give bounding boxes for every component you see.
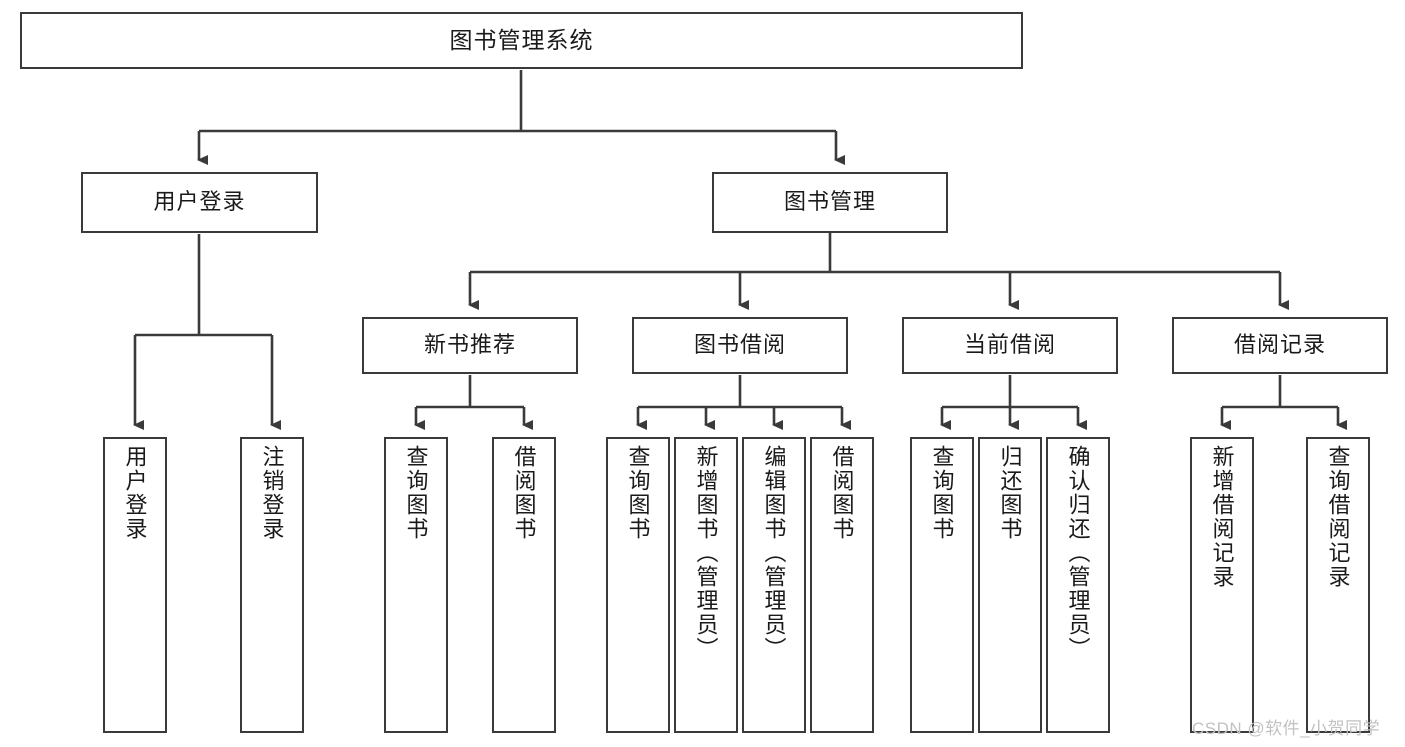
leaf-user-login[interactable]: 用户登录 — [103, 437, 167, 733]
node-label: 图书管理系统 — [449, 26, 594, 53]
node-user-login[interactable]: 用户登录 — [81, 172, 318, 233]
node-label: 查询图书 — [625, 445, 651, 541]
node-label: 新书推荐 — [423, 332, 516, 358]
leaf-return-book[interactable]: 归还图书 — [978, 437, 1042, 733]
leaf-query-borrow-record[interactable]: 查询借阅记录 — [1306, 437, 1370, 733]
node-label: 归还图书 — [997, 445, 1023, 541]
node-label: 借阅图书 — [511, 445, 537, 541]
node-borrow-record[interactable]: 借阅记录 — [1172, 317, 1388, 374]
node-label: 查询图书 — [403, 445, 429, 541]
node-label: 图书借阅 — [693, 332, 786, 358]
leaf-borrow-book-new[interactable]: 借阅图书 — [492, 437, 556, 733]
node-label: 编辑图书（管理员） — [761, 445, 787, 661]
node-label: 新增图书（管理员） — [693, 445, 719, 661]
node-label: 借阅图书 — [829, 445, 855, 541]
leaf-borrow-book[interactable]: 借阅图书 — [810, 437, 874, 733]
leaf-confirm-return-admin[interactable]: 确认归还（管理员） — [1046, 437, 1110, 733]
node-book-borrow[interactable]: 图书借阅 — [632, 317, 848, 374]
node-label: 确认归还（管理员） — [1065, 445, 1091, 661]
node-label: 新增借阅记录 — [1209, 445, 1235, 589]
node-label: 当前借阅 — [963, 332, 1056, 358]
node-label: 查询借阅记录 — [1325, 445, 1351, 589]
node-label: 用户登录 — [122, 445, 148, 541]
leaf-add-book-admin[interactable]: 新增图书（管理员） — [674, 437, 738, 733]
leaf-query-book-borrow[interactable]: 查询图书 — [606, 437, 670, 733]
node-new-book-recommend[interactable]: 新书推荐 — [362, 317, 578, 374]
node-book-management[interactable]: 图书管理 — [712, 172, 948, 233]
node-label: 借阅记录 — [1233, 332, 1326, 358]
leaf-logout[interactable]: 注销登录 — [240, 437, 304, 733]
node-label: 图书管理 — [783, 189, 876, 215]
leaf-query-book-new[interactable]: 查询图书 — [384, 437, 448, 733]
csdn-watermark: CSDN @软件_小贺同学 — [1192, 719, 1381, 738]
node-label: 查询图书 — [929, 445, 955, 541]
node-label: 用户登录 — [153, 189, 246, 215]
leaf-edit-book-admin[interactable]: 编辑图书（管理员） — [742, 437, 806, 733]
leaf-query-book-current[interactable]: 查询图书 — [910, 437, 974, 733]
leaf-add-borrow-record[interactable]: 新增借阅记录 — [1190, 437, 1254, 733]
node-current-borrow[interactable]: 当前借阅 — [902, 317, 1118, 374]
node-root-system[interactable]: 图书管理系统 — [20, 12, 1023, 69]
node-label: 注销登录 — [259, 445, 285, 541]
